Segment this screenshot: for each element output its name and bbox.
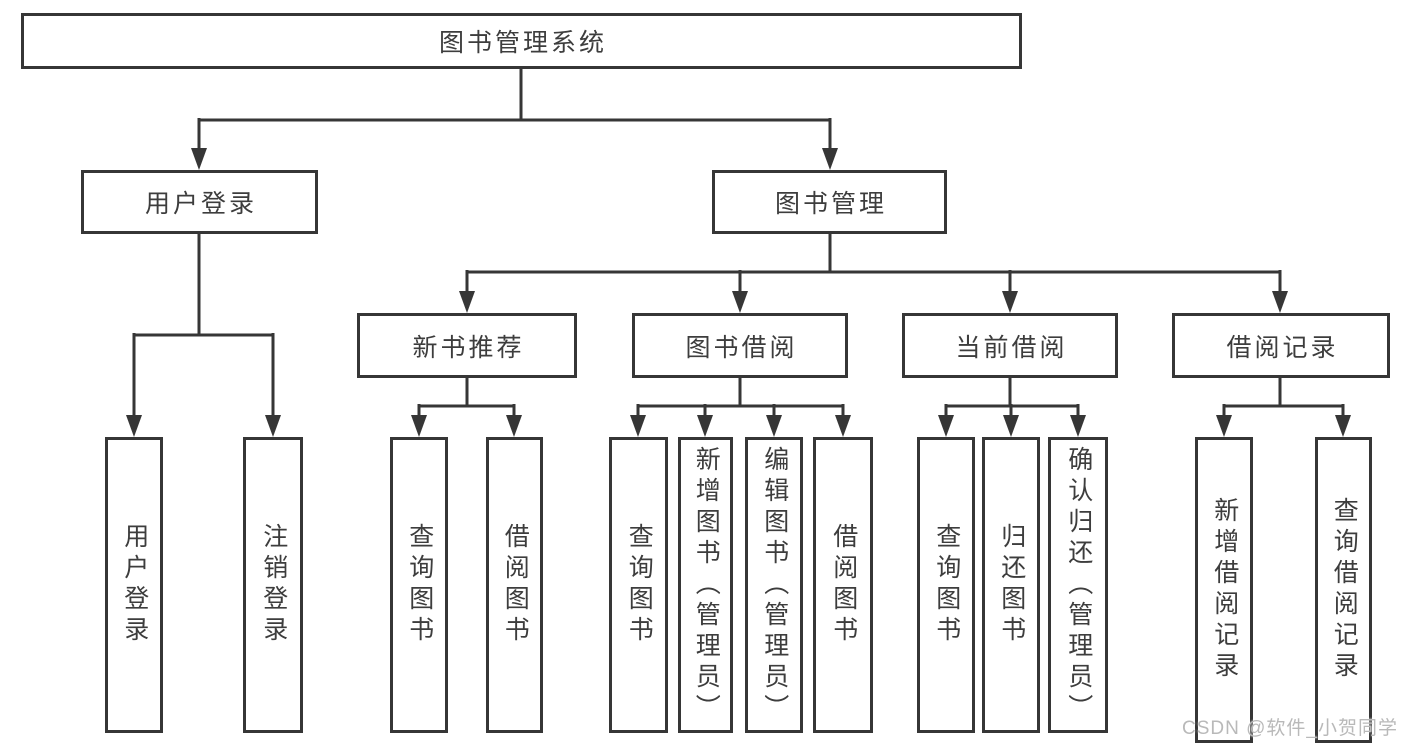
- leaf-return-books: 归还图书: [982, 437, 1040, 733]
- leaf-query-borrow-record: 查询借阅记录: [1315, 437, 1372, 743]
- node-book-management: 图书管理: [712, 170, 947, 234]
- leaf-add-borrow-record-label: 新增借阅记录: [1210, 497, 1239, 683]
- connector-borrow-records: [1222, 378, 1345, 426]
- leaf-confirm-return-admin-label: 确认归还（管理员）: [1064, 445, 1093, 725]
- connector-user-login: [132, 234, 275, 423]
- leaf-confirm-return-admin: 确认归还（管理员）: [1048, 437, 1108, 733]
- leaf-user-login-label: 用户登录: [120, 523, 149, 647]
- node-book-management-label: 图书管理: [774, 190, 887, 218]
- node-current-borrow: 当前借阅: [902, 313, 1118, 378]
- leaf-borrow-books-2: 借阅图书: [813, 437, 873, 733]
- connector-book-borrow: [636, 378, 845, 426]
- node-new-book-recommend: 新书推荐: [357, 313, 577, 378]
- node-user-login: 用户登录: [81, 170, 318, 234]
- node-book-borrow: 图书借阅: [632, 313, 848, 378]
- leaf-edit-book-admin: 编辑图书（管理员）: [745, 437, 803, 733]
- leaf-borrow-books-1: 借阅图书: [486, 437, 543, 733]
- leaf-query-books-1: 查询图书: [390, 437, 448, 733]
- leaf-borrow-books-2-label: 借阅图书: [829, 523, 858, 647]
- leaf-query-books-2-label: 查询图书: [625, 523, 654, 647]
- node-new-book-recommend-label: 新书推荐: [412, 333, 525, 362]
- leaf-query-books-1-label: 查询图书: [405, 523, 434, 647]
- leaf-borrow-books-1-label: 借阅图书: [501, 523, 530, 647]
- connector-new-book-recommend: [417, 378, 516, 426]
- leaf-query-borrow-record-label: 查询借阅记录: [1330, 497, 1359, 683]
- leaf-add-borrow-record: 新增借阅记录: [1195, 437, 1253, 743]
- leaf-return-books-label: 归还图书: [997, 523, 1026, 647]
- leaf-user-login: 用户登录: [105, 437, 163, 733]
- node-borrow-records-label: 借阅记录: [1226, 333, 1339, 362]
- node-root: 图书管理系统: [21, 13, 1022, 69]
- leaf-logout: 注销登录: [243, 437, 303, 733]
- leaf-query-books-2: 查询图书: [609, 437, 668, 733]
- leaf-query-books-3-label: 查询图书: [932, 523, 961, 647]
- watermark-text: CSDN @软件_小贺同学: [1182, 718, 1398, 739]
- leaf-logout-label: 注销登录: [259, 523, 288, 647]
- node-user-login-label: 用户登录: [144, 190, 257, 218]
- node-root-label: 图书管理系统: [438, 29, 607, 57]
- arrowheads: [126, 148, 1351, 437]
- leaf-add-book-admin-label: 新增图书（管理员）: [692, 445, 721, 725]
- node-borrow-records: 借阅记录: [1172, 313, 1390, 378]
- node-book-borrow-label: 图书借阅: [685, 333, 798, 362]
- leaf-edit-book-admin-label: 编辑图书（管理员）: [760, 445, 789, 725]
- leaf-query-books-3: 查询图书: [917, 437, 975, 733]
- leaf-add-book-admin: 新增图书（管理员）: [678, 437, 733, 733]
- node-current-borrow-label: 当前借阅: [955, 333, 1068, 362]
- connector-root: [197, 69, 832, 156]
- connector-book-management: [465, 234, 1282, 302]
